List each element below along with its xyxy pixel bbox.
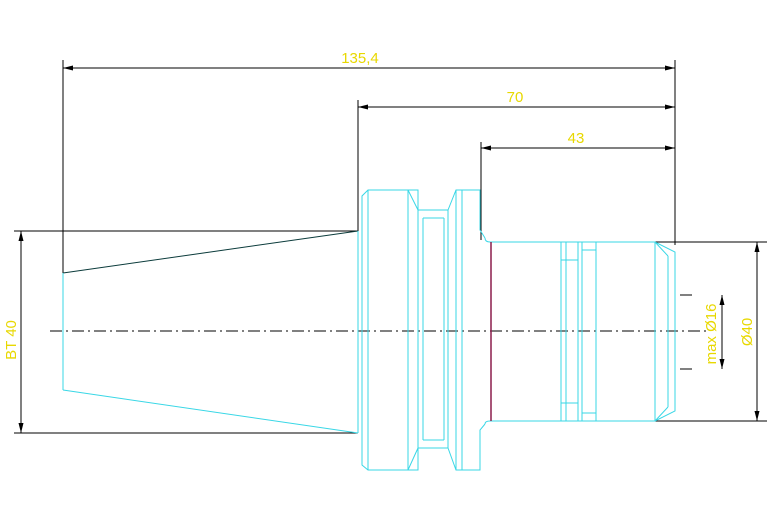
cylindrical-body	[484, 237, 676, 425]
dimension-flange-length: 70	[357, 89, 675, 258]
dimension-clamp-diameter: max Ø16	[680, 294, 725, 370]
dimension-body-diameter: Ø40	[655, 241, 767, 422]
dimension-taper: BT 40	[3, 230, 358, 434]
dimension-overall-length-label: 135,4	[341, 50, 379, 67]
dimension-body-length: 43	[480, 130, 675, 240]
flange	[361, 189, 486, 471]
dimension-taper-label: BT 40	[3, 320, 20, 360]
dimension-flange-length-label: 70	[507, 89, 524, 106]
dimension-body-diameter-label: Ø40	[739, 318, 756, 346]
dimension-clamp-diameter-label: max Ø16	[703, 304, 720, 365]
dimension-body-length-label: 43	[568, 130, 585, 147]
taper-cone	[62, 230, 359, 434]
